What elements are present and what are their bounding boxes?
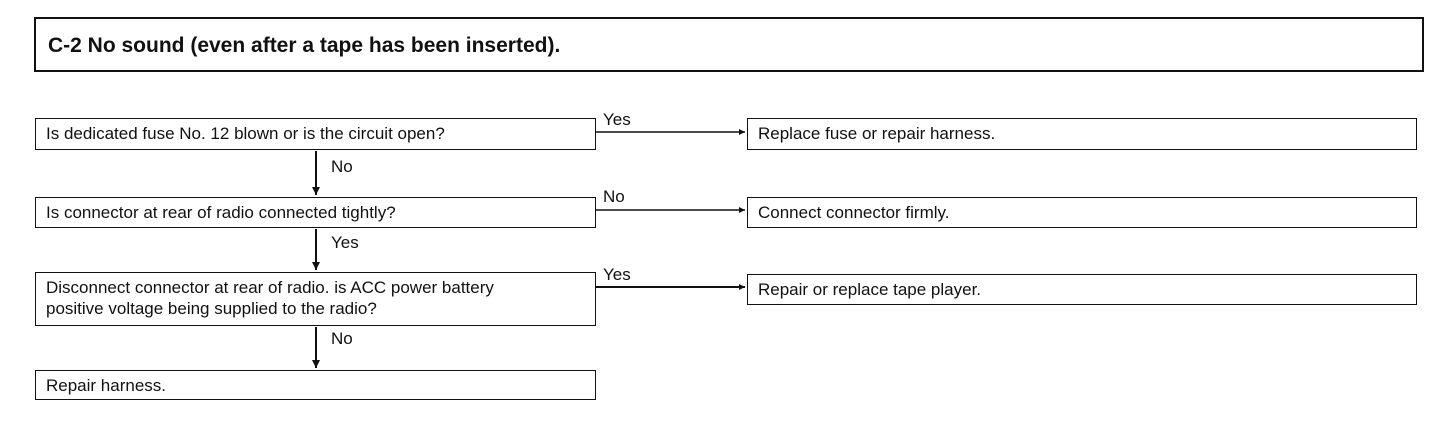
- question-3-line1: Disconnect connector at rear of radio. i…: [46, 278, 494, 297]
- question-2-text: Is connector at rear of radio connected …: [46, 203, 396, 222]
- action-box-2: Connect connector firmly.: [747, 197, 1417, 228]
- branch-label-3: Yes: [603, 265, 631, 284]
- action-box-1: Replace fuse or repair harness.: [747, 118, 1417, 150]
- question-box-2: Is connector at rear of radio connected …: [35, 197, 596, 228]
- question-box-3: Disconnect connector at rear of radio. i…: [35, 272, 596, 326]
- flowchart-title: C-2 No sound (even after a tape has been…: [48, 34, 561, 57]
- next-label-2: Yes: [331, 233, 359, 252]
- flowchart-title-box: C-2 No sound (even after a tape has been…: [34, 17, 1424, 72]
- final-action-box: Repair harness.: [35, 370, 596, 400]
- final-action-text: Repair harness.: [46, 376, 167, 395]
- next-label-3: No: [331, 329, 353, 348]
- action-3-text: Repair or replace tape player.: [758, 280, 982, 299]
- action-2-text: Connect connector firmly.: [758, 203, 950, 222]
- question-1-text: Is dedicated fuse No. 12 blown or is the…: [46, 124, 445, 143]
- action-1-text: Replace fuse or repair harness.: [758, 124, 996, 143]
- question-box-1: Is dedicated fuse No. 12 blown or is the…: [35, 118, 596, 150]
- question-3-line2: positive voltage being supplied to the r…: [46, 299, 377, 318]
- branch-label-1: Yes: [603, 110, 631, 129]
- action-box-3: Repair or replace tape player.: [747, 274, 1417, 305]
- branch-label-2: No: [603, 187, 625, 206]
- next-label-1: No: [331, 157, 353, 176]
